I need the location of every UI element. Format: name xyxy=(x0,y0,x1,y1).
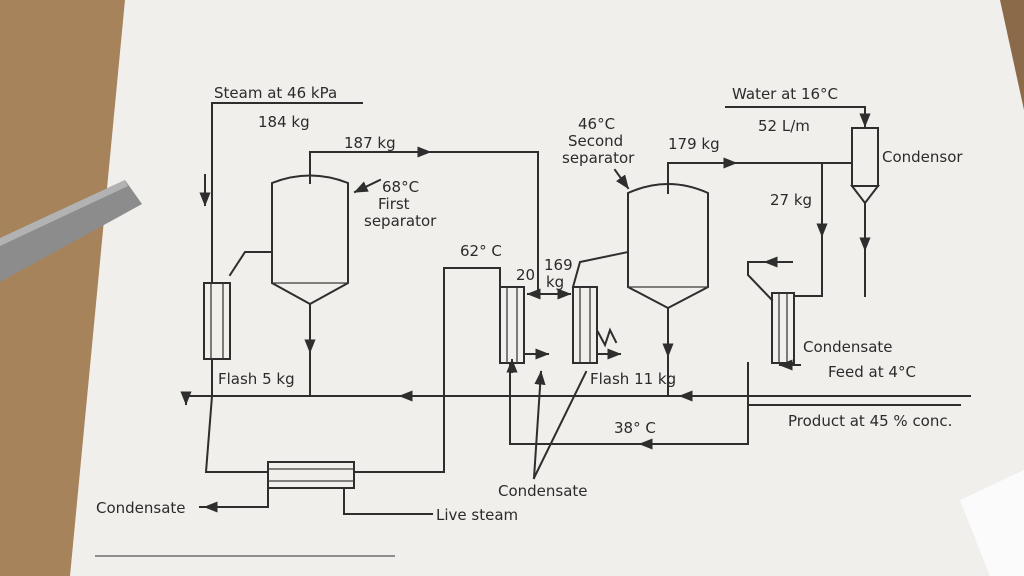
label-temp-46: 46°C xyxy=(578,115,615,133)
paper-corner xyxy=(960,470,1024,576)
pen xyxy=(0,180,142,282)
piping xyxy=(180,102,971,515)
label-temp-62: 62° C xyxy=(460,242,502,260)
label-temp-38: 38° C xyxy=(614,419,656,437)
label-condensor: Condensor xyxy=(882,148,963,166)
label-separator-2: separator xyxy=(562,149,635,167)
label-second: Second xyxy=(568,132,623,150)
heat-exchanger-1 xyxy=(203,282,231,360)
label-mass-179: 179 kg xyxy=(668,135,720,153)
label-first: First xyxy=(378,195,410,213)
label-20: 20 xyxy=(516,266,535,284)
label-flow-52: 52 L/m xyxy=(758,117,810,135)
heat-exchanger-2 xyxy=(499,286,525,364)
label-feed: Feed at 4°C xyxy=(828,363,916,381)
label-temp-68: 68°C xyxy=(382,178,419,196)
label-condensate-left: Condensate xyxy=(96,499,186,517)
label-product: Product at 45 % conc. xyxy=(788,412,952,430)
label-169: 169 xyxy=(544,256,573,274)
bottom-heat-exchanger xyxy=(267,461,355,489)
label-steam: Steam at 46 kPa xyxy=(214,84,337,102)
label-condensate-right: Condensate xyxy=(803,338,893,356)
heat-exchanger-3 xyxy=(572,286,598,364)
label-live-steam: Live steam xyxy=(436,506,518,524)
label-mass-27: 27 kg xyxy=(770,191,812,209)
heat-exchanger-4 xyxy=(771,292,795,364)
label-flash-11: Flash 11 kg xyxy=(590,370,676,388)
paper-sheet xyxy=(70,0,1024,576)
label-separator-1: separator xyxy=(364,212,437,230)
label-kg-169: kg xyxy=(546,273,564,291)
label-flash-5: Flash 5 kg xyxy=(218,370,295,388)
label-condensate-bottom: Condensate xyxy=(498,482,588,500)
label-mass-187: 187 kg xyxy=(344,134,396,152)
label-mass-184: 184 kg xyxy=(258,113,310,131)
second-separator-vessel xyxy=(627,183,709,310)
condensor-vessel xyxy=(849,127,881,205)
label-water: Water at 16°C xyxy=(732,85,838,103)
first-separator-vessel xyxy=(271,174,349,306)
